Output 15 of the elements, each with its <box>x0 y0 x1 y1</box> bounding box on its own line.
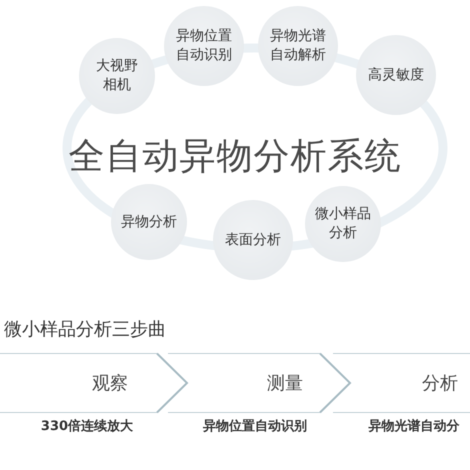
step-caption: 异物位置自动识别 <box>203 418 307 436</box>
diagram-title: 全自动异物分析系统 <box>68 135 402 179</box>
step-caption: 330倍连续放大 <box>40 418 134 436</box>
feature-bubble: 表面分析 <box>213 200 293 280</box>
feature-bubble: 微小样品分析 <box>305 186 381 262</box>
step-label: 测量 <box>267 372 303 396</box>
feature-bubble: 高灵敏度 <box>356 35 436 115</box>
section-heading: 微小样品分析三步曲 <box>4 318 166 342</box>
step-caption: 异物光谱自动分 <box>368 418 460 436</box>
feature-bubble: 异物光谱自动解析 <box>258 6 338 86</box>
feature-bubble: 异物分析 <box>111 184 187 260</box>
feature-bubble: 大视野相机 <box>79 38 155 114</box>
step-label: 分析 <box>422 372 458 396</box>
feature-bubble: 异物位置自动识别 <box>164 6 244 86</box>
step-label: 观察 <box>92 372 128 396</box>
